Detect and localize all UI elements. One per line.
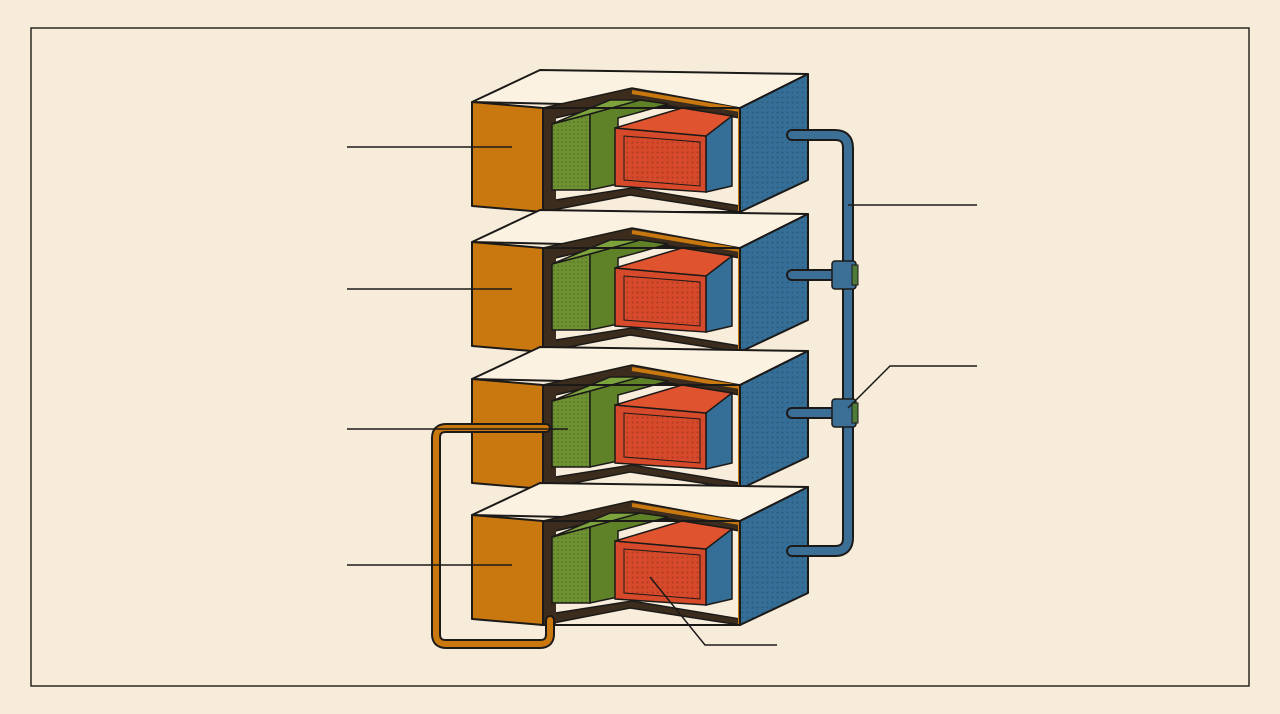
orange-front-panel — [471, 241, 544, 353]
orange-front-panel — [471, 101, 544, 213]
red-module-panel — [623, 135, 701, 187]
green-module-side — [589, 512, 669, 604]
orange-front-panel — [471, 378, 544, 490]
return-loop-icon — [433, 425, 553, 647]
piping-group — [431, 129, 859, 649]
orange-front-panel — [471, 514, 544, 626]
green-module-texture — [552, 254, 590, 330]
coupler-band — [851, 264, 859, 286]
green-module-side — [589, 99, 669, 191]
green-module-texture — [552, 114, 590, 190]
blue-side-texture — [740, 351, 808, 489]
outer-frame — [30, 27, 1250, 687]
callout-bottom-1 — [649, 576, 777, 646]
red-module-panel — [623, 412, 701, 464]
blue-side-texture — [740, 214, 808, 352]
green-module-texture — [552, 527, 590, 603]
callout-right-2 — [847, 365, 977, 409]
unit-1 — [471, 69, 809, 214]
vertical-pipe-icon — [788, 131, 852, 555]
red-module-top — [614, 384, 734, 414]
unit-stack — [471, 69, 809, 627]
blue-side-texture — [740, 74, 808, 212]
red-module-top — [614, 107, 734, 137]
red-module-panel — [623, 548, 701, 600]
green-module-texture — [552, 391, 590, 467]
unit-2 — [471, 209, 809, 354]
red-module-panel — [623, 275, 701, 327]
red-module-top — [614, 520, 734, 550]
green-module-side — [589, 239, 669, 331]
callout-lines — [347, 146, 977, 646]
coupler-band — [851, 402, 859, 424]
unit-4 — [471, 482, 809, 627]
blue-side-texture — [740, 487, 808, 625]
green-module-side — [589, 376, 669, 468]
unit-3 — [471, 346, 809, 491]
red-module-top — [614, 247, 734, 277]
